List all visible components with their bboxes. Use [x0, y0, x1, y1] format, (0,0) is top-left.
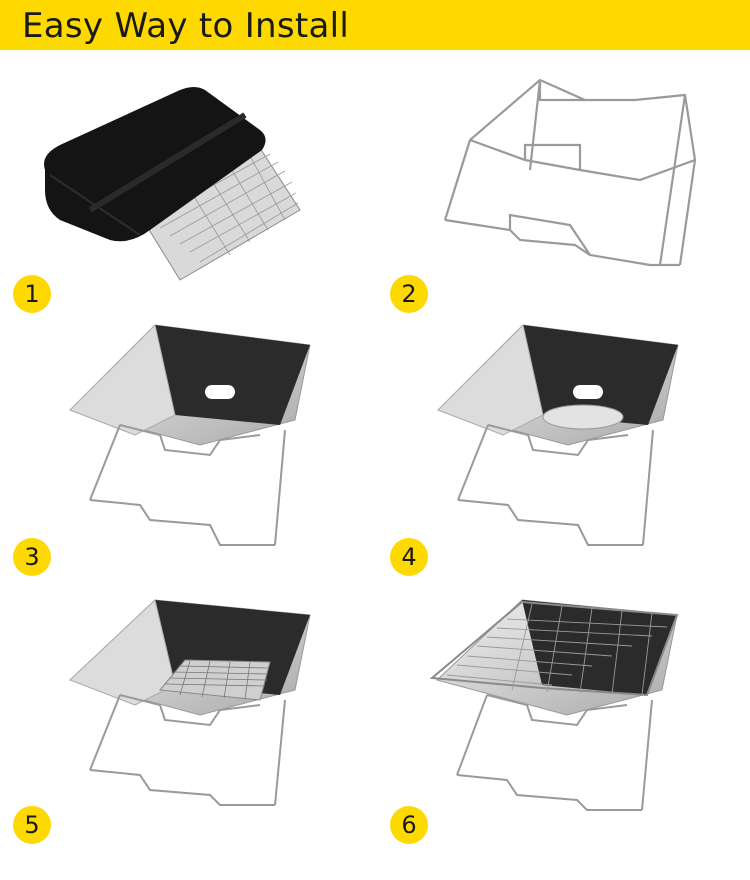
- step-1-badge: 1: [13, 275, 51, 313]
- step-6-image: [429, 599, 679, 815]
- header-bar: Easy Way to Install: [0, 0, 750, 50]
- step-6-badge: 6: [390, 806, 428, 844]
- step-2-badge: 2: [390, 275, 428, 313]
- step-5-image: [69, 599, 311, 810]
- step-2-image: [440, 75, 710, 275]
- step-4-image: [437, 324, 679, 550]
- step-1-image: [30, 70, 330, 281]
- step-3-badge: 3: [13, 538, 51, 576]
- step-5-badge: 5: [13, 806, 51, 844]
- step-3-image: [69, 324, 311, 550]
- page-title: Easy Way to Install: [22, 6, 350, 46]
- step-4-badge: 4: [390, 538, 428, 576]
